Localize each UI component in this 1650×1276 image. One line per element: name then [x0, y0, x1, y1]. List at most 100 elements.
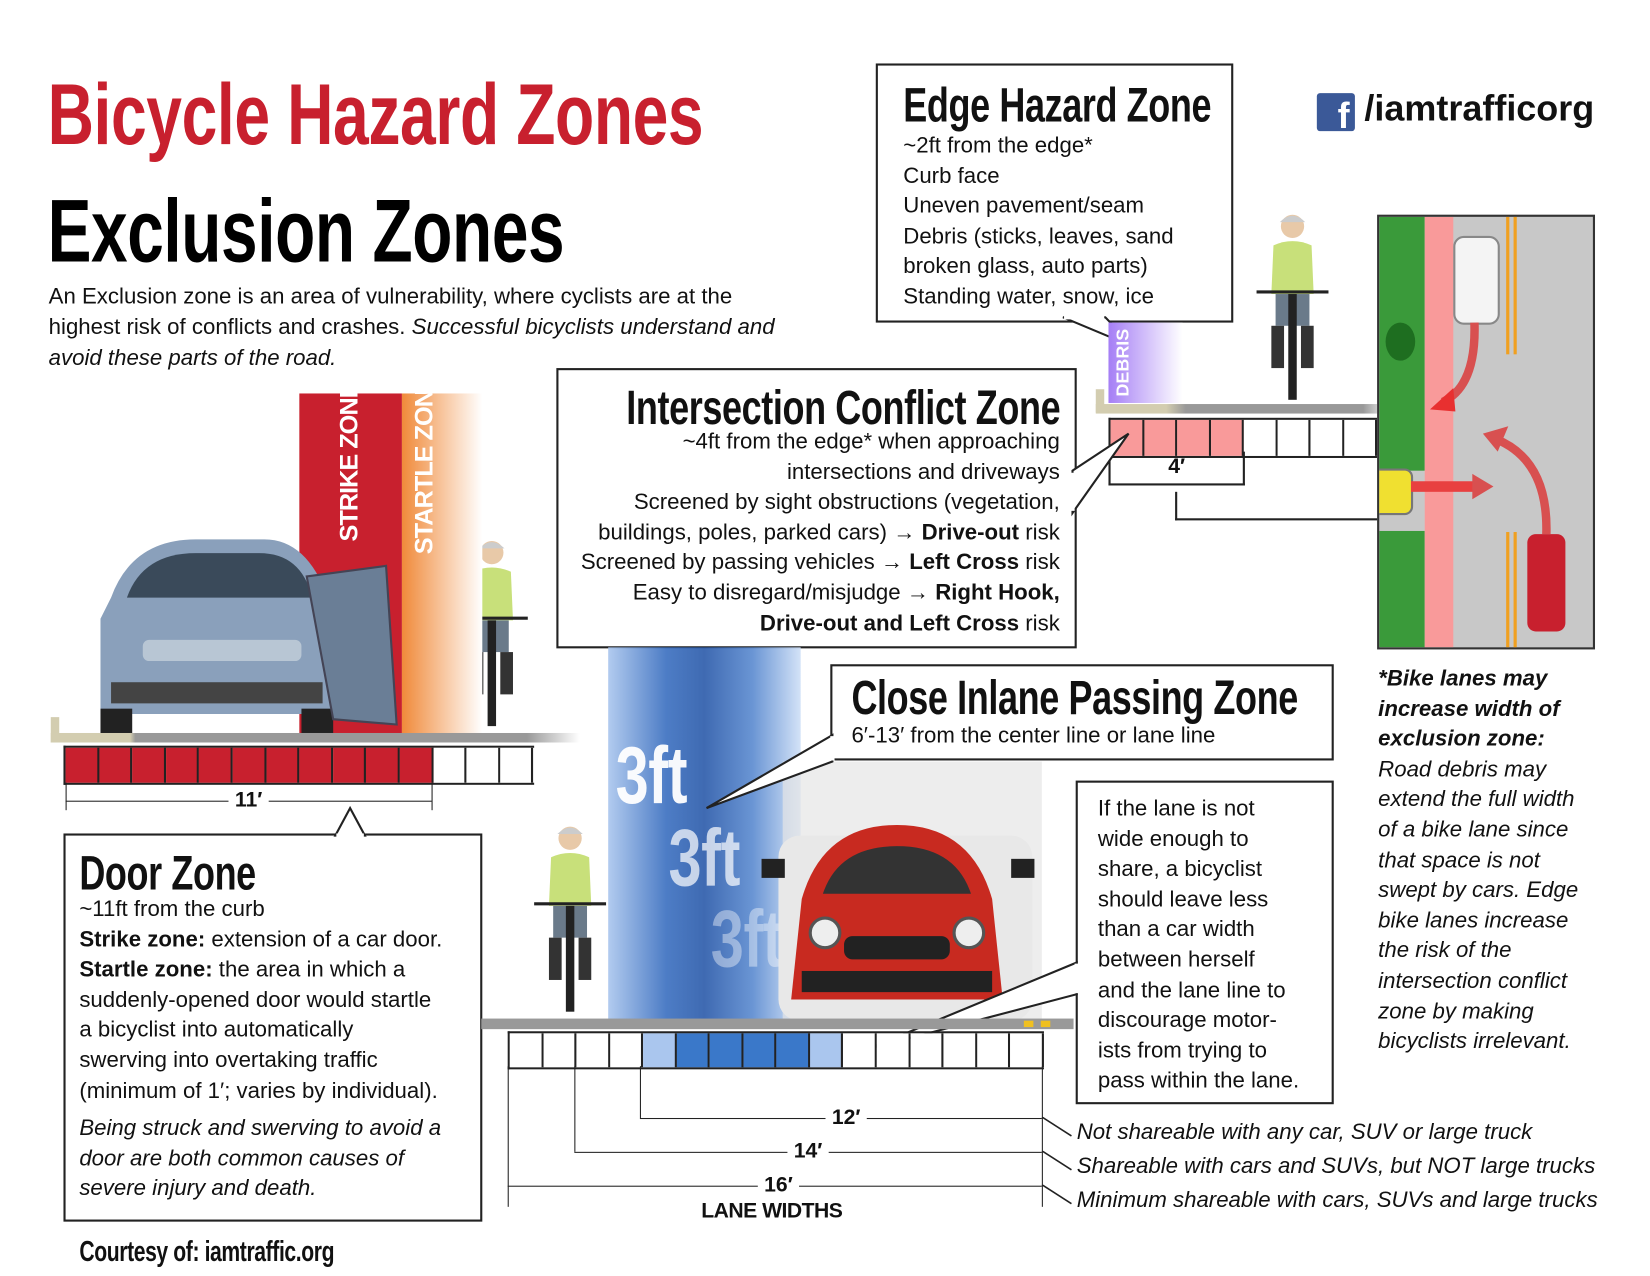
door-width-label: 11′ — [228, 788, 269, 813]
bike-note-line: Road debris may — [1378, 757, 1547, 782]
door-zone-grid — [63, 745, 535, 785]
text-segment: Right Hook, — [935, 580, 1060, 605]
white-car-icon — [1453, 235, 1500, 325]
grid-cell — [1010, 1033, 1044, 1068]
subtitle: Exclusion Zones — [47, 180, 565, 281]
center-line — [1506, 532, 1510, 648]
grid-cell — [332, 747, 367, 783]
text-segment: Drive-out — [921, 520, 1020, 545]
edge-hazard-item: Standing water, snow, ice — [903, 284, 1154, 309]
close-passing-title: Close Inlane Passing Zone — [851, 669, 1298, 725]
grid-cell — [1343, 419, 1378, 456]
text-segment: ~11ft from the curb — [79, 896, 265, 922]
door-zone-item: suddenly-opened door would startle — [79, 986, 442, 1016]
text-segment: buildings, poles, parked cars) → — [598, 520, 922, 545]
four-foot-label: 4′ — [1108, 451, 1245, 486]
dim-tick — [639, 1066, 641, 1118]
curb — [50, 717, 60, 743]
dim-tick — [65, 782, 67, 811]
lane-width-label: 12′ — [825, 1105, 867, 1131]
grid-cell — [299, 747, 333, 783]
bike-lane — [1424, 216, 1454, 648]
grid-cell — [1177, 419, 1211, 456]
text-segment: risk — [1019, 550, 1060, 575]
courtesy-credit: Courtesy of: iamtraffic.org — [79, 1235, 335, 1268]
grid-cell — [232, 747, 267, 783]
advice-line: and the lane line to — [1097, 977, 1286, 1003]
edge-hazard-item: ~2ft from the edge* — [903, 133, 1093, 158]
door-zone-warning: Being struck and swerving to avoid a door… — [79, 1114, 441, 1205]
leader-line — [1041, 1116, 1072, 1137]
door-zone-warning-line: severe injury and death. — [79, 1176, 317, 1201]
intro-plain: An Exclusion zone is an area of vulnerab… — [48, 284, 733, 340]
leader-line — [1041, 1150, 1072, 1171]
door-zone-warning-line: Being struck and swerving to avoid a — [79, 1115, 442, 1141]
bike-note-heading: exclusion zone: — [1378, 726, 1545, 752]
grid-cell — [399, 747, 434, 783]
text-segment: Screened by passing vehicles → — [580, 550, 910, 575]
intersection-item: Screened by passing vehicles → Left Cros… — [581, 548, 1060, 578]
bike-note-line: bike lanes increase — [1378, 908, 1569, 933]
intersection-item: Screened by sight obstructions (vegetati… — [581, 488, 1060, 518]
pointer-line — [1175, 491, 1421, 521]
intersection-conflict-box: Intersection Conflict Zone ~4ft from the… — [556, 368, 1077, 649]
door-zone-warning-line: door are both common causes of — [79, 1146, 405, 1171]
grid-cell — [576, 1033, 610, 1068]
text-segment: a bicyclist into automatically — [79, 1017, 354, 1043]
grid-cell — [710, 1033, 744, 1068]
text-segment: risk — [1019, 520, 1060, 545]
road-edge — [481, 1018, 1074, 1030]
bike-note-line: extend the full width — [1378, 787, 1575, 812]
intersection-title: Intersection Conflict Zone — [625, 379, 1060, 435]
advice-line: than a car width — [1097, 917, 1255, 942]
turn-arrows — [1410, 322, 1551, 535]
startle-zone-label: STARTLE ZONE — [410, 374, 439, 555]
door-zone-item: Strike zone: extension of a car door. — [79, 925, 442, 955]
cyclist-image — [1256, 214, 1329, 400]
social-handle[interactable]: /iamtrafficorg — [1364, 88, 1595, 130]
main-title: Bicycle Hazard Zones — [47, 66, 704, 163]
lane-width-note: Not shareable with any car, SUV or large… — [1076, 1120, 1533, 1145]
grid-cell — [643, 1033, 677, 1068]
advice-line: wide enough to — [1097, 826, 1249, 852]
grid-cell — [65, 747, 99, 783]
strike-zone-label: STRIKE ZONE — [335, 382, 364, 542]
bike-note-line: the risk of the — [1378, 938, 1512, 963]
dim-tick — [1041, 1066, 1043, 1207]
grid-cell — [1310, 419, 1344, 456]
grid-cell — [910, 1033, 944, 1068]
intro-italic: Successful bicyclists understand and avo… — [48, 315, 775, 371]
bike-note-line: swept by cars. Edge — [1378, 878, 1579, 903]
door-zone-title: Door Zone — [79, 845, 256, 901]
grid-cell — [466, 747, 500, 783]
lane-widths-label: LANE WIDTHS — [701, 1199, 843, 1223]
advice-line: should leave less — [1097, 887, 1269, 912]
grid-cell — [1277, 419, 1311, 456]
edge-hazard-title: Edge Hazard Zone — [903, 77, 1212, 133]
intersection-item: Easy to disregard/misjudge → Right Hook, — [581, 579, 1060, 609]
grid-cell — [609, 1033, 644, 1068]
text-segment: Left Cross — [909, 550, 1020, 575]
grid-cell — [199, 747, 233, 783]
text-segment: Strike zone: — [79, 927, 206, 952]
facebook-icon[interactable]: f — [1316, 93, 1355, 132]
grid-cell — [776, 1033, 811, 1068]
edge-hazard-item: Uneven pavement/seam — [903, 193, 1145, 219]
bike-note-heading: increase width of — [1378, 696, 1560, 721]
grid-cell — [499, 747, 534, 783]
grid-cell — [433, 747, 467, 783]
tree-icon — [1385, 322, 1416, 361]
grid-cell — [843, 1033, 877, 1068]
grid-cell — [976, 1033, 1011, 1068]
buffer-label: 3ft — [668, 813, 740, 904]
close-passing-pointer — [706, 733, 835, 810]
text-segment: Drive-out and Left Cross — [759, 610, 1020, 636]
door-zone-item: (minimum of 1′; varies by individual). — [79, 1076, 442, 1106]
intro-text: An Exclusion zone is an area of vulnerab… — [49, 281, 779, 373]
advice-line: between herself — [1097, 947, 1255, 972]
close-passing-box: Close Inlane Passing Zone 6′-13′ from th… — [830, 664, 1334, 761]
curb-edge — [50, 732, 580, 743]
